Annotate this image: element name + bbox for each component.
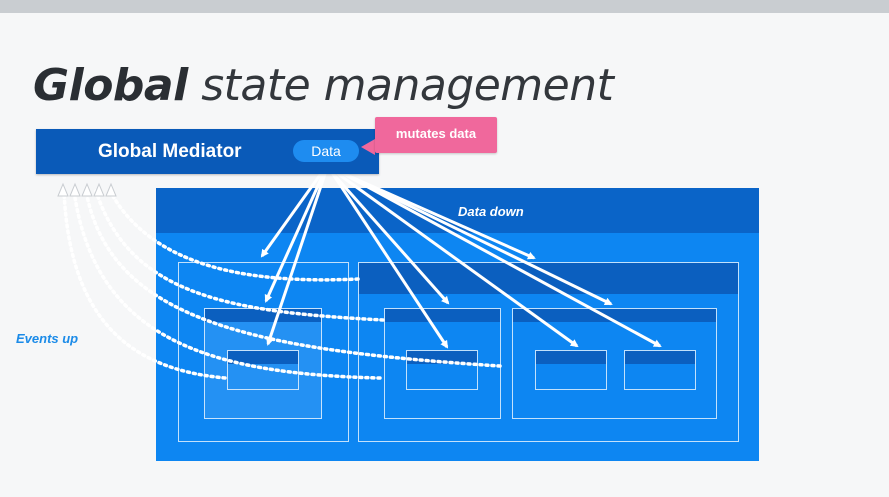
events-up-arrowheads	[57, 182, 117, 197]
event-arrowhead-3	[81, 182, 93, 197]
right-grandchild-b-component	[624, 350, 696, 390]
data-arrow-5	[327, 167, 449, 349]
top-bar	[0, 0, 889, 13]
right-component	[358, 262, 739, 442]
event-path-3	[84, 189, 502, 368]
middle-child-header	[385, 309, 500, 322]
data-arrow-3	[266, 167, 329, 346]
data-down-arrows	[260, 166, 662, 349]
left-grandchild-header	[228, 351, 298, 364]
data-pill: Data	[293, 140, 359, 162]
right-grandchild-a-header	[536, 351, 606, 364]
slide-title: Global state management	[33, 60, 614, 112]
right-child-component	[512, 308, 717, 419]
right-component-header	[359, 263, 738, 294]
event-arrowhead-5	[105, 182, 117, 197]
data-arrow-2	[264, 167, 328, 303]
data-arrow-8	[331, 166, 613, 306]
callout-pointer	[361, 139, 375, 155]
data-arrow-1	[260, 167, 327, 258]
event-arrowhead-4	[93, 182, 105, 197]
middle-child-component	[384, 308, 501, 419]
event-path-4	[72, 189, 382, 380]
event-arrowhead-2	[69, 182, 81, 197]
data-arrow-9	[332, 166, 662, 348]
right-child-header	[513, 309, 716, 322]
events-up-label: Events up	[16, 331, 79, 346]
data-down-label: Data down	[458, 204, 524, 219]
event-arrowhead-1	[57, 182, 69, 197]
right-grandchild-a-component	[535, 350, 607, 390]
event-path-1	[108, 189, 360, 282]
title-bold-word: Global	[33, 60, 188, 111]
title-rest: state management	[187, 60, 614, 111]
right-grandchild-b-header	[625, 351, 695, 364]
event-path-2	[94, 189, 385, 322]
events-up-curves	[62, 189, 502, 380]
global-mediator-box: Global Mediator Data	[36, 129, 379, 174]
event-path-5	[62, 189, 227, 380]
global-mediator-label: Global Mediator	[98, 141, 242, 162]
data-arrow-4	[326, 167, 450, 305]
data-arrow-6	[329, 166, 579, 348]
left-grandchild-component	[227, 350, 299, 390]
mutates-data-callout: mutates data	[375, 117, 497, 153]
